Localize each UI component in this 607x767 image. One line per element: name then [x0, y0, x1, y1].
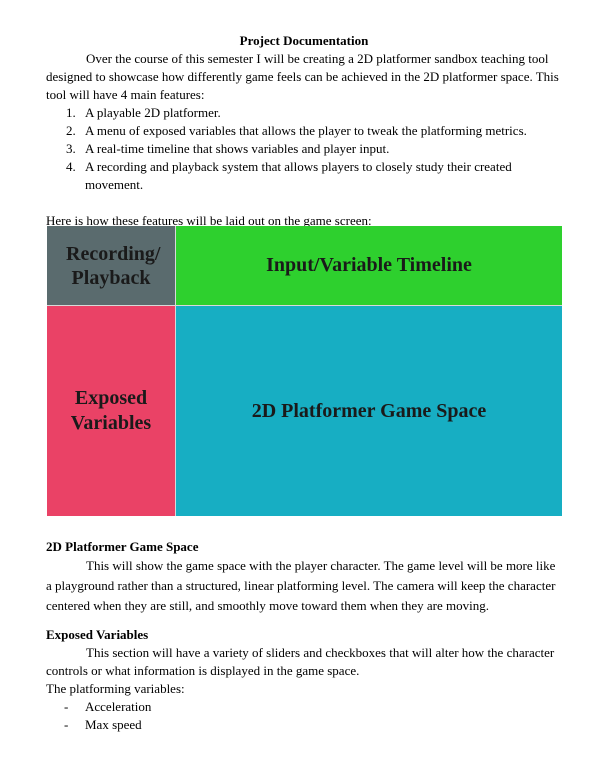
recording-playback-panel: Recording/ Playback: [47, 226, 175, 305]
section-game-space: 2D Platformer Game Space This will show …: [46, 538, 562, 616]
game-space-panel: 2D Platformer Game Space: [176, 306, 562, 516]
recording-playback-label: Recording/ Playback: [66, 242, 161, 289]
section-body: This will show the game space with the p…: [46, 558, 556, 613]
list-number: 2.: [66, 123, 76, 138]
list-item-text: Max speed: [85, 717, 142, 732]
screen-layout-diagram: Recording/ Playback Input/Variable Timel…: [47, 226, 562, 516]
section-heading: Exposed Variables: [46, 627, 149, 642]
list-item-text: A recording and playback system that all…: [85, 159, 512, 192]
list-item: -Acceleration: [64, 699, 152, 714]
list-item: 1. A playable 2D platformer.: [46, 104, 562, 122]
feature-list: 1. A playable 2D platformer. 2. A menu of …: [46, 104, 562, 194]
variables-intro: The platforming variables:: [46, 681, 185, 696]
game-space-label: 2D Platformer Game Space: [251, 399, 487, 422]
variables-list: -Acceleration -Max speed: [46, 698, 562, 734]
list-item: 4. A recording and playback system that a…: [46, 158, 562, 194]
section-heading: 2D Platformer Game Space: [46, 539, 199, 554]
exposed-variables-panel: Exposed Variables: [47, 306, 175, 516]
intro-paragraph: Over the course of this semester I will …: [46, 51, 559, 102]
section-exposed-variables: Exposed Variables This section will have…: [46, 626, 562, 734]
list-item-text: A real-time timeline that shows variable…: [85, 141, 390, 156]
timeline-panel: Input/Variable Timeline: [176, 226, 562, 305]
list-item: 2. A menu of exposed variables that allow…: [46, 122, 562, 140]
section-body: This section will have a variety of slid…: [46, 645, 555, 678]
list-item: -Max speed: [64, 717, 142, 732]
list-number: 1.: [66, 105, 76, 120]
document-title: Project Documentation: [239, 33, 369, 48]
list-item: 3. A real-time timeline that shows variab…: [46, 140, 562, 158]
list-item-text: A menu of exposed variables that allows …: [85, 123, 527, 138]
list-item-text: A playable 2D platformer.: [85, 105, 221, 120]
list-number: 4.: [66, 159, 76, 174]
document-page: Project Documentation Over the course of…: [46, 32, 562, 230]
layout-intro: Here is how these features will be laid …: [46, 213, 372, 228]
exposed-variables-label: Exposed Variables: [70, 387, 152, 434]
list-item-text: Acceleration: [85, 699, 152, 714]
timeline-label: Input/Variable Timeline: [266, 254, 472, 276]
list-number: 3.: [66, 141, 76, 156]
